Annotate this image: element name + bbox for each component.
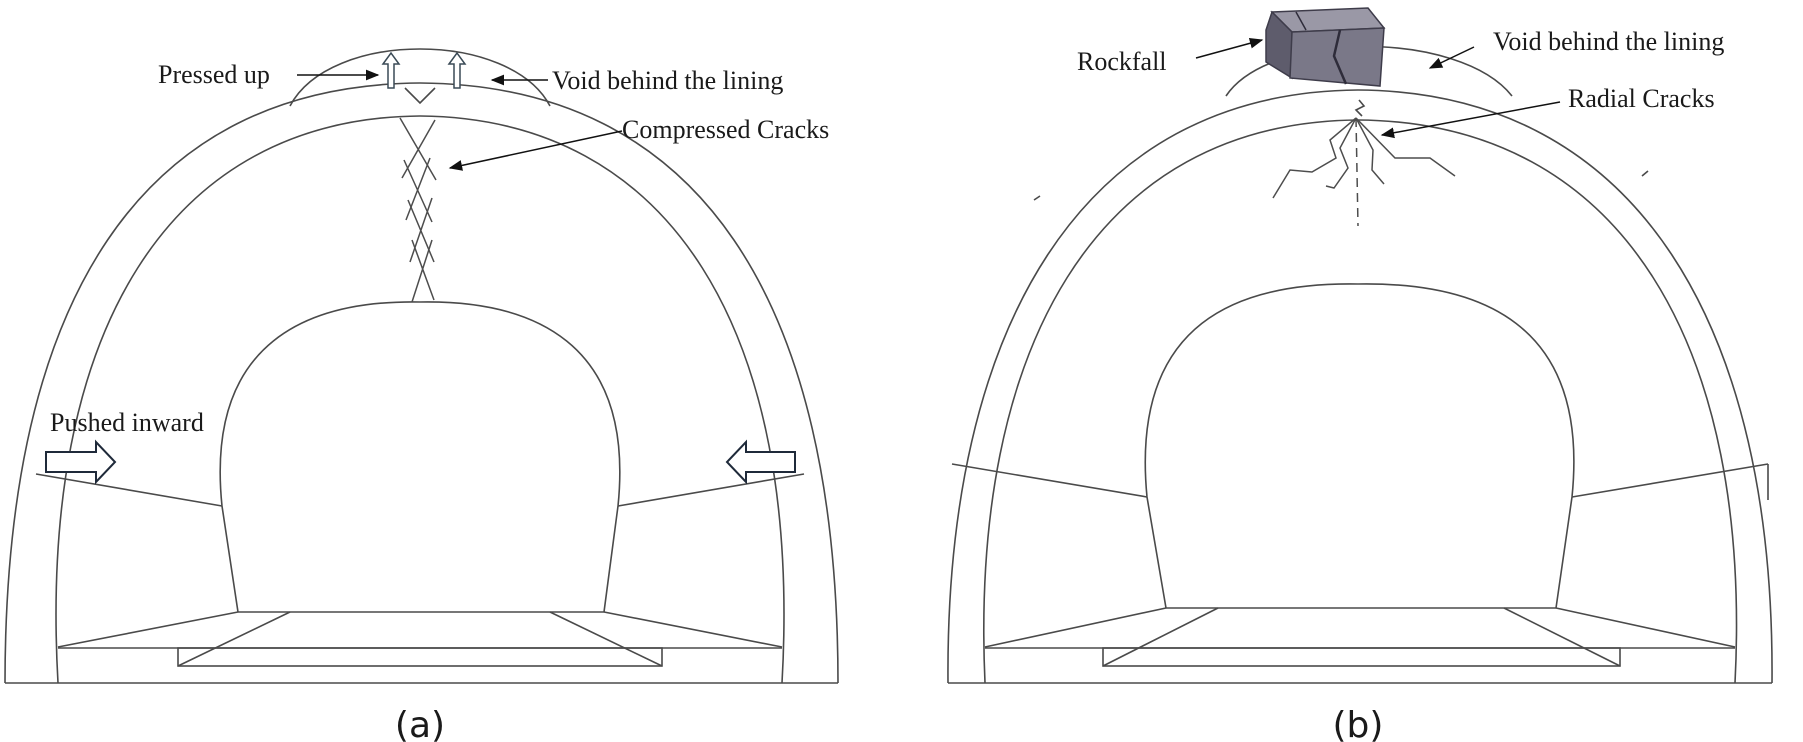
clearance-arch-a [219,301,621,613]
outer-lining-b [947,89,1773,684]
tick-left-b [1033,195,1041,201]
label-void-a: Void behind the lining [552,66,783,95]
road-right-edge-b [1555,607,1736,648]
crown-mark-b [1354,99,1366,117]
pointer-void-b [1428,46,1475,69]
sidewall-line-right-a [617,473,805,507]
label-pushed-inward: Pushed inward [50,408,204,437]
pushed-inward-arrow-right [725,439,796,485]
clearance-arch-b [1144,283,1575,609]
panel-b: Rockfall Void behind the lining Radial C… [947,7,1773,742]
crown-notch-a [404,87,436,105]
pressed-up-arrow-2 [447,51,467,89]
label-compressed-cracks: Compressed Cracks [622,115,829,144]
sidewall-line-left-b [951,463,1148,498]
compressed-cracks-a [399,117,437,303]
inner-lining-a [55,115,785,684]
pavement-slab-b [1102,647,1621,667]
caption-b: (b) [1333,705,1384,742]
pressed-up-arrow-1 [381,51,401,89]
road-left-edge-a [57,611,239,648]
tunnel-outline-b [947,45,1773,684]
pointer-compressed-cracks [448,130,623,171]
radial-cracks-b [1272,117,1456,227]
outer-lining-a [4,82,839,684]
road-left-edge-b [984,607,1167,648]
pushed-inward-arrow-left [45,439,117,485]
inner-lining-b [983,119,1738,684]
road-right-edge-a [603,611,783,648]
label-rockfall: Rockfall [1077,47,1167,76]
label-void-b: Void behind the lining [1493,27,1724,56]
road-inner-right-b [1503,607,1621,667]
panel-a: Pressed up Void behind the lining Compre… [4,48,839,742]
tick-right-b [1641,170,1649,177]
sidewall-line-right-b [1571,463,1769,498]
tunnel-outline-a [4,48,839,684]
pointer-radial-cracks [1380,101,1561,139]
void-behind-lining-a [289,48,551,107]
label-pressed-up: Pressed up [158,60,270,89]
label-radial-cracks: Radial Cracks [1568,84,1715,113]
rockfall-block [1265,7,1386,87]
sidewall-line-left-a [35,473,223,507]
road-inner-right-a [549,611,663,667]
road-inner-left-b [1102,607,1219,667]
caption-a: (a) [395,705,445,742]
pavement-slab-a [177,647,663,667]
pointer-rockfall [1195,37,1264,59]
road-inner-left-a [177,611,291,667]
